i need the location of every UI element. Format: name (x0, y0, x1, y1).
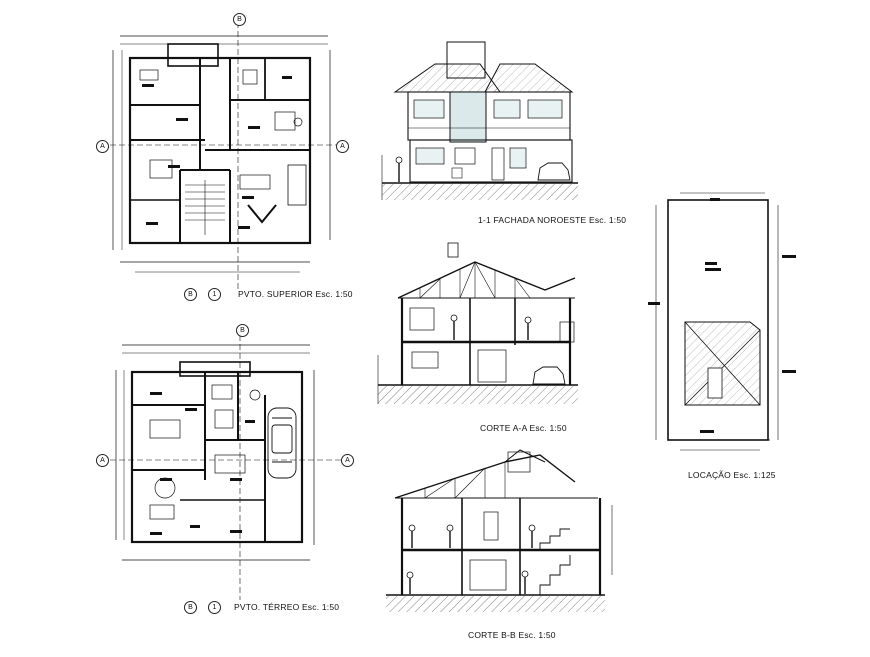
axis-marker-a: A (96, 454, 109, 467)
axis-marker-b: B (236, 324, 249, 337)
axis-marker-a: A (96, 140, 109, 153)
axis-marker-a: A (341, 454, 354, 467)
facade-title: 1-1 FACHADA NOROESTE Esc. 1:50 (478, 215, 627, 225)
section-b-b (386, 449, 613, 612)
axis-marker-one: 1 (208, 288, 221, 301)
section-a-a-title: CORTE A-A Esc. 1:50 (480, 423, 567, 433)
axis-marker-one: 1 (208, 601, 221, 614)
site-plan (648, 192, 796, 451)
axis-marker-a: A (336, 140, 349, 153)
ground-floor-plan (110, 335, 345, 600)
section-a-a (377, 242, 578, 404)
site-plan-title: LOCAÇÃO Esc. 1:125 (688, 470, 776, 480)
section-b-b-title: CORTE B-B Esc. 1:50 (468, 630, 556, 640)
axis-marker-b: B (233, 13, 246, 26)
upper-floor-plan (110, 22, 340, 290)
facade-elevation (381, 41, 578, 200)
axis-marker-b: B (184, 288, 197, 301)
ground-floor-title: PVTO. TÉRREO Esc. 1:50 (234, 602, 340, 612)
axis-marker-b: B (184, 601, 197, 614)
upper-floor-title: PVTO. SUPERIOR Esc. 1:50 (238, 289, 353, 299)
